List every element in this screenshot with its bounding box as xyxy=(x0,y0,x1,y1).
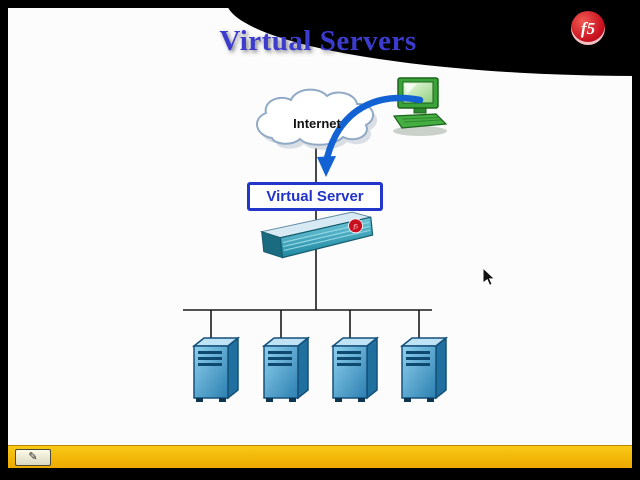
slide-title: Virtual Servers xyxy=(219,25,417,57)
server-tower xyxy=(401,337,447,403)
virtual-server-label: Virtual Server xyxy=(266,188,364,205)
mouse-cursor xyxy=(482,266,496,286)
svg-text:f5: f5 xyxy=(353,223,358,230)
request-arrow-icon xyxy=(317,94,424,177)
server-tower xyxy=(193,337,239,403)
server-tower xyxy=(263,337,309,403)
appliance-f5-ball: f5 xyxy=(348,218,363,234)
virtual-server-box: Virtual Server xyxy=(247,182,383,211)
pencil-icon: ✎ xyxy=(28,451,38,463)
internet-label: Internet xyxy=(293,116,341,131)
internet-cloud-icon xyxy=(256,88,378,150)
annotation-toolbar: ✎ xyxy=(8,445,632,468)
pencil-tool-button[interactable]: ✎ xyxy=(15,449,51,466)
bigip-appliance-icon: f5 xyxy=(259,211,374,259)
f5-logo: f5 xyxy=(571,11,605,45)
f5-logo-text: f5 xyxy=(580,18,596,38)
client-computer-icon xyxy=(392,77,448,136)
server-tower xyxy=(332,337,378,403)
